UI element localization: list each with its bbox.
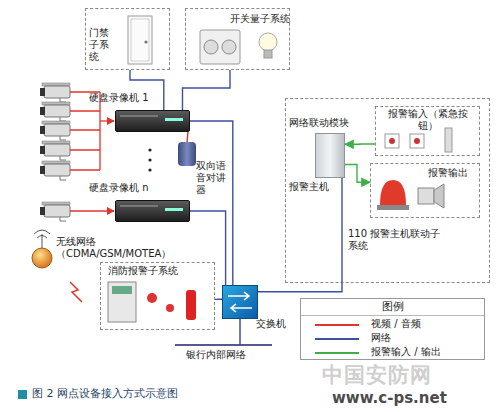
label-text: 中国安防网 (322, 363, 432, 388)
subsystem-box: 开关量子系统 (185, 8, 290, 70)
globe-icon (32, 248, 52, 268)
door-icon (128, 16, 152, 64)
figure-caption: 图 2 网点设备接入方式示意图 (32, 387, 178, 400)
fire-panel-screen (112, 286, 132, 294)
connector-line (215, 299, 222, 301)
camera-icon (40, 202, 70, 221)
subsystem-box: 消防报警子系统 (100, 262, 215, 330)
speaker-horn (434, 184, 444, 208)
label-text: 银行内部网络 (186, 349, 246, 361)
fire-detector-icon (147, 293, 157, 303)
legend-text: 报警输入 / 输出 (371, 346, 441, 358)
legend-text: 视频 / 音频 (371, 318, 421, 330)
label-text: www.c-ps.net (332, 389, 447, 407)
label-text: 无线网络（CDMA/GSM/MOTEA） (56, 236, 148, 260)
legend-line (315, 338, 359, 340)
extinguisher-icon (186, 290, 196, 320)
caption-marker (18, 390, 27, 399)
ellipsis-dot (148, 168, 151, 171)
node-text: 交换机 (256, 318, 286, 330)
legend-line (315, 324, 359, 326)
button-icon (410, 134, 424, 148)
legend-swatch (315, 334, 359, 344)
siren-icon (380, 180, 406, 205)
video-wire (100, 120, 114, 121)
connector-line (345, 165, 370, 183)
aircon-icon (200, 30, 240, 64)
node-text: 报警输入（紧急按钮） (386, 108, 470, 132)
bulb-base (264, 50, 272, 58)
subsystem-box: 110 报警主机联动子系统 网络联动模块报警主机 报警输入（紧急按钮） 报警输出 (285, 98, 490, 283)
connector-line (190, 121, 233, 285)
connector-line (187, 132, 188, 142)
subsystem-box: 报警输入（紧急按钮） (375, 106, 480, 156)
button-icon (414, 138, 420, 144)
subsystem-box: 门禁子系统 (85, 8, 170, 70)
speaker-icon (418, 188, 434, 204)
label-text: 图例 (301, 300, 484, 313)
door-knob (144, 40, 147, 43)
connector-line (130, 70, 164, 110)
ellipsis-dot (148, 158, 151, 161)
siren-base (377, 205, 409, 210)
camera-icon (40, 161, 70, 180)
alarm-host-device: 网络联动模块报警主机 (315, 133, 345, 178)
aircon-fan (204, 40, 218, 54)
legend-box: 图例视频 / 音频网络报警输入 / 输出 (300, 298, 485, 360)
intercom-device: 双向语音对讲器 (178, 142, 196, 166)
camera-icon (40, 102, 70, 121)
node-text: 报警主机 (289, 181, 329, 193)
connector-line (190, 211, 226, 285)
video-wire (70, 210, 114, 211)
door-icon (131, 19, 149, 61)
connector-line (258, 178, 342, 292)
fire-panel-icon (108, 282, 136, 322)
bulb-icon (259, 33, 277, 51)
node-text: 双向语音对讲器 (196, 160, 227, 196)
antenna-icon (34, 230, 50, 248)
legend-line (315, 352, 359, 354)
bank-network-line (175, 344, 272, 346)
connector-line (183, 70, 231, 110)
node-text: 硬盘录像机 1 (89, 92, 149, 104)
node-text: 开关量子系统 (230, 13, 290, 25)
sensor-icon (445, 128, 452, 152)
dvr-box: 硬盘录像机 n (115, 200, 190, 222)
legend-text: 网络 (371, 332, 391, 344)
camera-icon (40, 141, 70, 160)
button-icon (389, 138, 395, 144)
dvr-box: 硬盘录像机 1 (115, 110, 190, 132)
fire-detector-icon (166, 304, 174, 312)
subsystem-box: 报警输出 (370, 163, 480, 218)
legend-swatch (315, 348, 359, 358)
ellipsis-dot (148, 148, 151, 151)
aircon-fan (222, 40, 236, 54)
node-text: 110 报警主机联动子系统 (348, 228, 448, 252)
node-text: 报警输出 (428, 167, 468, 179)
button-icon (385, 134, 399, 148)
node-text: 门禁子系统 (89, 27, 113, 63)
connector-line (345, 143, 375, 145)
network-wire (239, 319, 241, 345)
switch-box: 交换机 (222, 285, 258, 319)
legend-swatch (315, 320, 359, 330)
video-wire (70, 92, 100, 170)
camera-icon (40, 83, 70, 102)
camera-icon (40, 121, 70, 140)
node-text: 消防报警子系统 (108, 265, 178, 277)
wireless-bolt (70, 282, 82, 302)
legend-divider (301, 315, 484, 316)
node-text: 网络联动模块 (289, 117, 349, 129)
node-text: 硬盘录像机 n (89, 182, 149, 194)
